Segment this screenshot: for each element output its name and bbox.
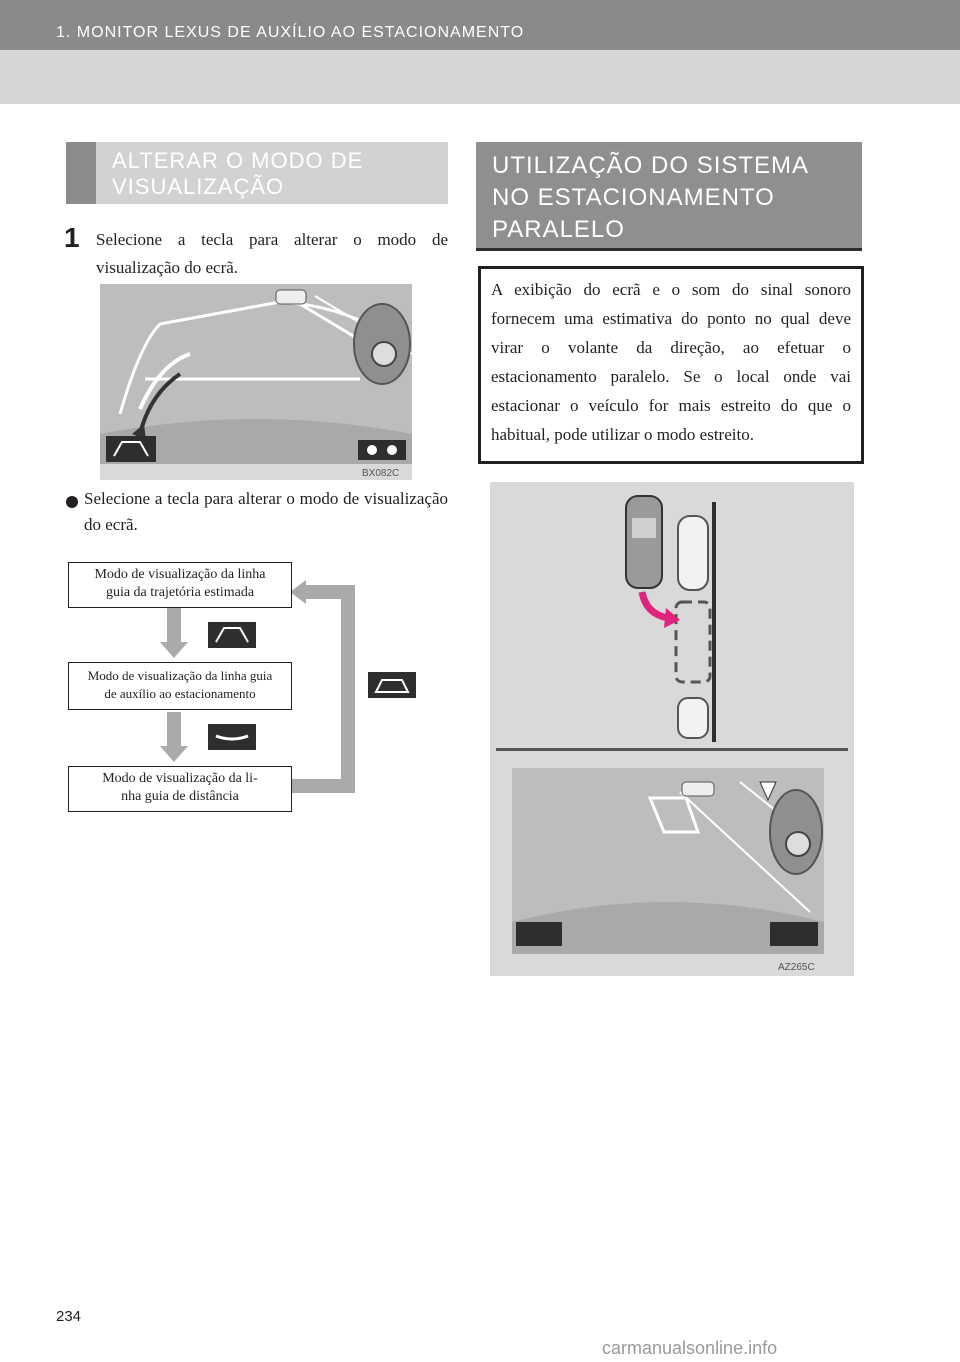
step-text: Selecione a tecla para alterar o modo de…: [96, 230, 448, 277]
chapter-title: 1. MONITOR LEXUS DE AUXÍLIO AO ESTACIONA…: [56, 24, 525, 41]
figure1-code: BX082C: [362, 468, 399, 479]
bullet-text: Selecione a tecla para alterar o modo de…: [84, 489, 448, 534]
mode-2-line-2: de auxílio ao estacionamento: [104, 686, 256, 701]
parallel-parking-figure: AZ265C: [490, 482, 854, 976]
chapter-bar-lower: [0, 50, 960, 104]
heading-right-line-3: PARALELO: [492, 216, 625, 243]
section-heading-parallel-parking: UTILIZAÇÃO DO SISTEMA NO ESTACIONAMENTO …: [476, 142, 862, 251]
page-number: 234: [56, 1308, 82, 1325]
parking-guide-key-icon: [208, 724, 256, 750]
mode-flow-diagram: [160, 580, 416, 793]
chapter-bar: [0, 0, 960, 50]
info-box: A exibição do ecrã e o som do sinal sono…: [478, 266, 864, 464]
section-heading-display-mode: ALTERAR O MODO DE VISUALIZAÇÃO: [66, 142, 448, 204]
mode-box-parking-guide: Modo de visualização da linha guia de au…: [68, 662, 292, 710]
trajectory-key-icon: [208, 622, 256, 648]
bullet-dot: [66, 496, 78, 508]
distance-guide-key-icon: [368, 672, 416, 698]
turn-arrow: [638, 591, 669, 622]
mode-box-distance-guide: Modo de visualização da li- nha guia de …: [68, 766, 292, 812]
info-text: A exibição do ecrã e o som do sinal sono…: [491, 280, 851, 444]
mode-box-trajectory: Modo de visualização da linha guia da tr…: [68, 562, 292, 608]
watermark: carmanualsonline.info: [602, 1338, 778, 1358]
figure2-code: AZ265C: [778, 962, 815, 973]
heading-tab: [66, 142, 96, 204]
mode-1-line-2: guia da trajetória estimada: [105, 585, 255, 600]
heading-right-line-2: NO ESTACIONAMENTO: [492, 184, 775, 211]
mode-3-line-2: nha guia de distância: [121, 789, 239, 804]
mode-3-line-1: Modo de visualização da li-: [102, 771, 258, 786]
heading-right-line-1: UTILIZAÇÃO DO SISTEMA: [492, 152, 810, 179]
step-number: 1: [64, 222, 80, 253]
heading-line-1: ALTERAR O MODO DE: [112, 148, 364, 173]
rear-camera-figure: BX082C: [100, 284, 412, 480]
mode-1-line-1: Modo de visualização da linha: [94, 567, 266, 582]
mode-2-line-1: Modo de visualização da linha guia: [87, 668, 273, 683]
heading-line-2: VISUALIZAÇÃO: [112, 174, 285, 199]
